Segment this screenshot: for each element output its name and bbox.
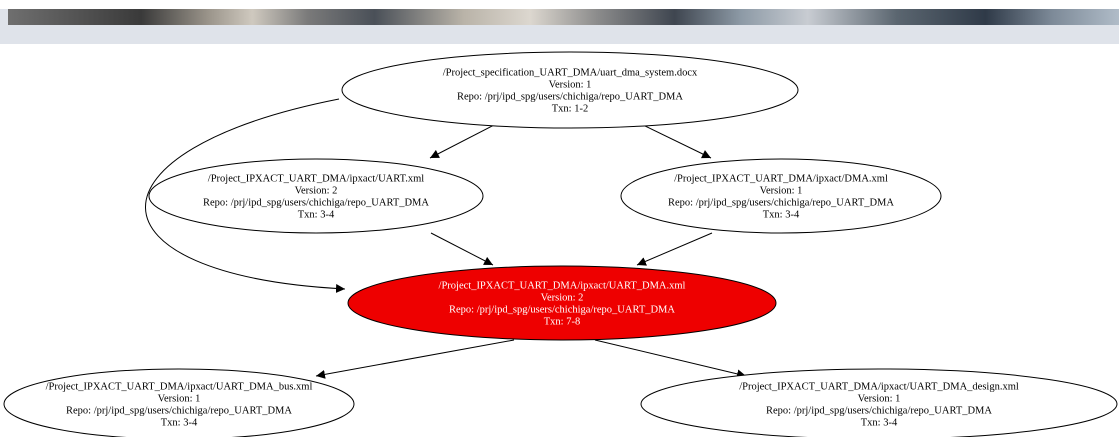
node-ellipse bbox=[3, 368, 355, 437]
node-version-label: Version: 1 bbox=[158, 394, 201, 405]
node-spec[interactable]: /Project_specification_UART_DMA/uart_dma… bbox=[341, 51, 799, 129]
node-ellipse bbox=[148, 158, 484, 234]
edge-uart-to-uart_dma bbox=[430, 232, 494, 266]
node-bus[interactable]: /Project_IPXACT_UART_DMA/ipxact/UART_DMA… bbox=[3, 368, 355, 437]
node-txn-label: Txn: 1-2 bbox=[552, 104, 588, 115]
node-ellipse bbox=[620, 158, 942, 234]
banner-image bbox=[8, 9, 1119, 25]
node-dma[interactable]: /Project_IPXACT_UART_DMA/ipxact/DMA.xmlV… bbox=[620, 158, 942, 234]
edge-uart_dma-to-bus bbox=[315, 339, 515, 379]
node-ellipse bbox=[640, 368, 1118, 437]
node-uart[interactable]: /Project_IPXACT_UART_DMA/ipxact/UART.xml… bbox=[148, 158, 484, 234]
edge-dma-to-uart_dma bbox=[636, 232, 713, 266]
node-txn-label: Txn: 3-4 bbox=[298, 210, 335, 221]
node-uart_dma[interactable]: /Project_IPXACT_UART_DMA/ipxact/UART_DMA… bbox=[347, 265, 777, 341]
node-version-label: Version: 1 bbox=[760, 186, 803, 197]
node-ellipse bbox=[347, 265, 777, 341]
node-version-label: Version: 1 bbox=[858, 394, 901, 405]
node-txn-label: Txn: 3-4 bbox=[861, 418, 898, 429]
node-version-label: Version: 1 bbox=[549, 80, 592, 91]
node-path-label: /Project_specification_UART_DMA/uart_dma… bbox=[443, 68, 698, 79]
node-path-label: /Project_IPXACT_UART_DMA/ipxact/UART_DMA… bbox=[439, 281, 686, 292]
edge-spec-to-uart_dma bbox=[145, 98, 346, 294]
node-ellipse bbox=[341, 51, 799, 129]
node-txn-label: Txn: 7-8 bbox=[544, 317, 580, 328]
node-version-label: Version: 2 bbox=[541, 293, 584, 304]
node-path-label: /Project_IPXACT_UART_DMA/ipxact/UART_DMA… bbox=[46, 382, 313, 393]
edge-uart_dma-to-design bbox=[594, 339, 747, 379]
node-repo-label: Repo: /prj/ipd_spg/users/chichiga/repo_U… bbox=[766, 406, 992, 417]
edge-spec-to-dma bbox=[640, 123, 712, 159]
node-txn-label: Txn: 3-4 bbox=[763, 210, 800, 221]
node-path-label: /Project_IPXACT_UART_DMA/ipxact/DMA.xml bbox=[674, 174, 888, 185]
node-repo-label: Repo: /prj/ipd_spg/users/chichiga/repo_U… bbox=[668, 198, 894, 209]
node-repo-label: Repo: /prj/ipd_spg/users/chichiga/repo_U… bbox=[203, 198, 429, 209]
node-repo-label: Repo: /prj/ipd_spg/users/chichiga/repo_U… bbox=[449, 305, 675, 316]
node-txn-label: Txn: 3-4 bbox=[161, 418, 198, 429]
top-banner bbox=[0, 0, 1119, 44]
node-repo-label: Repo: /prj/ipd_spg/users/chichiga/repo_U… bbox=[457, 92, 683, 103]
node-design[interactable]: /Project_IPXACT_UART_DMA/ipxact/UART_DMA… bbox=[640, 368, 1118, 437]
node-version-label: Version: 2 bbox=[295, 186, 338, 197]
node-path-label: /Project_IPXACT_UART_DMA/ipxact/UART_DMA… bbox=[739, 382, 1019, 393]
edge-spec-to-uart bbox=[429, 123, 497, 159]
node-path-label: /Project_IPXACT_UART_DMA/ipxact/UART.xml bbox=[208, 174, 424, 185]
node-repo-label: Repo: /prj/ipd_spg/users/chichiga/repo_U… bbox=[66, 406, 292, 417]
